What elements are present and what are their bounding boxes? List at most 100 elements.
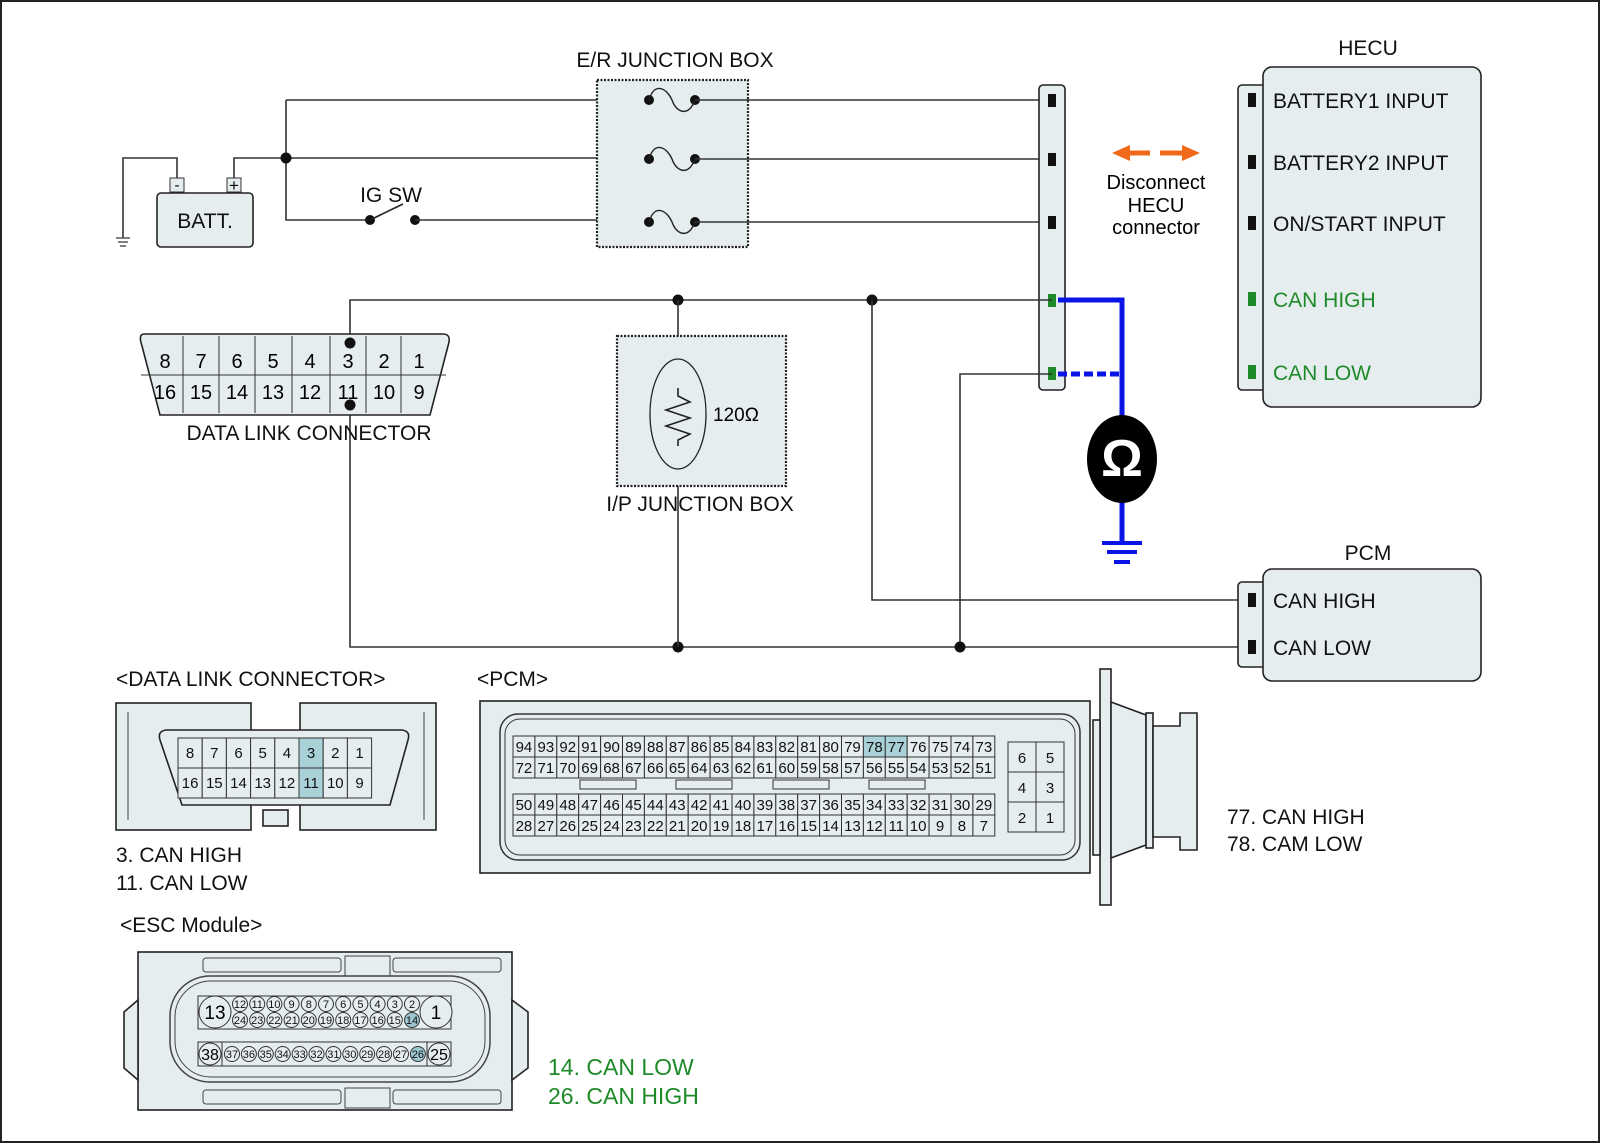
esc-pin-label: 30 <box>344 1049 356 1061</box>
pcm-pin-label: 47 <box>581 797 598 814</box>
pcm-pin-label: 16 <box>778 818 795 835</box>
esc-pin <box>369 1012 386 1028</box>
esc-pin-label: 5 <box>357 999 363 1011</box>
esc-pin-label: 38 <box>201 1047 219 1064</box>
hecu-pin-terminal <box>1248 155 1256 169</box>
dlc-detail-pin <box>298 737 324 769</box>
dlc-detail-pin-label: 5 <box>259 745 267 762</box>
esc-pin <box>376 1046 393 1062</box>
pcm-pin-label: 74 <box>954 739 971 756</box>
esc-pin-label: 23 <box>251 1015 263 1027</box>
esc-pin <box>335 996 352 1012</box>
ip-junction-box: 120Ω I/P JUNCTION BOX <box>606 334 794 516</box>
fuse-icon <box>644 209 700 234</box>
resistor-icon <box>663 388 693 446</box>
pcm-pin-label: 63 <box>713 760 730 777</box>
pcm-pin-label: 56 <box>866 760 883 777</box>
pcm-aux-pin-label: 2 <box>1018 810 1026 827</box>
dlc-pin-label: 1 <box>413 351 424 373</box>
hecu-pin-terminal <box>1248 93 1256 107</box>
hecu-pin-terminal <box>1248 292 1256 306</box>
pcm-pin-label: 11 <box>888 818 904 835</box>
dlc-detail-pin-label: 10 <box>327 775 344 792</box>
pcm-title: PCM <box>1345 542 1392 565</box>
hecu-harness-connector[interactable] <box>1038 84 1066 391</box>
dlc-detail-pin <box>225 767 252 799</box>
esc-pin-label: 12 <box>234 999 246 1011</box>
esc-pin-label: 31 <box>327 1049 339 1061</box>
esc-pin-label: 25 <box>430 1047 448 1064</box>
pcm-pin-label: 78 <box>866 739 883 756</box>
pcm-aux-pin <box>1035 741 1065 773</box>
esc-note-1: 14. CAN LOW <box>548 1054 694 1080</box>
disconnect-note-line3: connector <box>1112 217 1200 239</box>
pcm-pin-label: 72 <box>516 760 533 777</box>
pcm-aux-pin-label: 4 <box>1018 780 1026 797</box>
pcm-pin-label: 94 <box>516 739 533 756</box>
esc-pin-label: 13 <box>204 1003 225 1024</box>
pcm-pin-label: 20 <box>691 818 708 835</box>
pcm-pin-label: 40 <box>735 797 752 814</box>
esc-pin <box>224 1046 240 1062</box>
battery-label: BATT. <box>177 210 233 233</box>
esc-pin <box>359 1046 376 1062</box>
pcm-pin-label: 82 <box>778 739 795 756</box>
pcm-pin-label: 33 <box>888 797 905 814</box>
ig-switch-lever <box>369 203 404 221</box>
esc-pin-label: 10 <box>268 999 280 1011</box>
dlc-detail-pin-label: 9 <box>355 775 363 792</box>
pcm-pin-label: 25 <box>581 818 598 835</box>
pcm-pin-label: 44 <box>647 797 664 814</box>
hecu-pin-label: BATTERY1 INPUT <box>1273 90 1449 113</box>
pcm-pin-label: 29 <box>976 797 993 814</box>
esc-detail-title: <ESC Module> <box>120 914 262 937</box>
esc-pin <box>409 1046 426 1062</box>
dlc-detail-pin <box>201 737 227 769</box>
esc-pin <box>274 1046 291 1062</box>
hecu-pin-label: CAN HIGH <box>1273 289 1376 312</box>
pcm-pin-label: 67 <box>625 760 642 777</box>
esc-pin-label: 28 <box>378 1049 390 1061</box>
esc-pin-label: 37 <box>226 1049 238 1061</box>
pcm-pin-label: 51 <box>976 760 993 777</box>
pcm-pin-label: 57 <box>844 760 861 777</box>
esc-pin <box>300 996 317 1012</box>
pcm-pin-label: 50 <box>516 797 533 814</box>
pcm-pin-label: 46 <box>603 797 620 814</box>
esc-pin <box>240 1046 257 1062</box>
pcm-pin-label: 55 <box>888 760 905 777</box>
dlc-detail-pin-label: 7 <box>210 745 218 762</box>
ground-icon <box>1102 541 1142 564</box>
dlc-detail-pin-label: 16 <box>182 775 199 792</box>
esc-pin <box>283 996 300 1012</box>
dlc-detail-pin-label: 6 <box>234 745 242 762</box>
pcm-pin-label: 32 <box>910 797 927 814</box>
esc-pin <box>198 1042 222 1066</box>
esc-pin-label: 20 <box>303 1015 315 1027</box>
esc-pin-label: 26 <box>412 1049 424 1061</box>
dlc-pin-label: 2 <box>378 351 389 373</box>
pcm-pin-label: 70 <box>559 760 576 777</box>
battery-negative-terminal: - <box>175 177 180 194</box>
pcm-pin-label: 17 <box>757 818 774 835</box>
resistor-value: 120Ω <box>713 405 759 426</box>
dlc-note-1: 3. CAN HIGH <box>116 844 242 867</box>
disconnect-arrows-icon <box>1112 145 1200 161</box>
esc-pin-label: 6 <box>340 999 346 1011</box>
pcm-pin-label: 88 <box>647 739 664 756</box>
dlc-detail-pin-label: 3 <box>307 745 315 762</box>
pcm-pin-label: 7 <box>980 818 988 835</box>
pcm-pin-label: 86 <box>691 739 708 756</box>
esc-pin-label: 33 <box>293 1049 305 1061</box>
pcm-pin-label: 62 <box>735 760 752 777</box>
esc-pin <box>335 1012 352 1028</box>
dlc-pin-label: 11 <box>338 382 359 404</box>
pcm-pin-label: 91 <box>581 739 598 756</box>
esc-pin-label: 17 <box>354 1015 366 1027</box>
disconnect-note-line1: Disconnect <box>1107 172 1206 194</box>
esc-pin <box>308 1046 325 1062</box>
hecu-pin-terminal <box>1248 216 1256 230</box>
